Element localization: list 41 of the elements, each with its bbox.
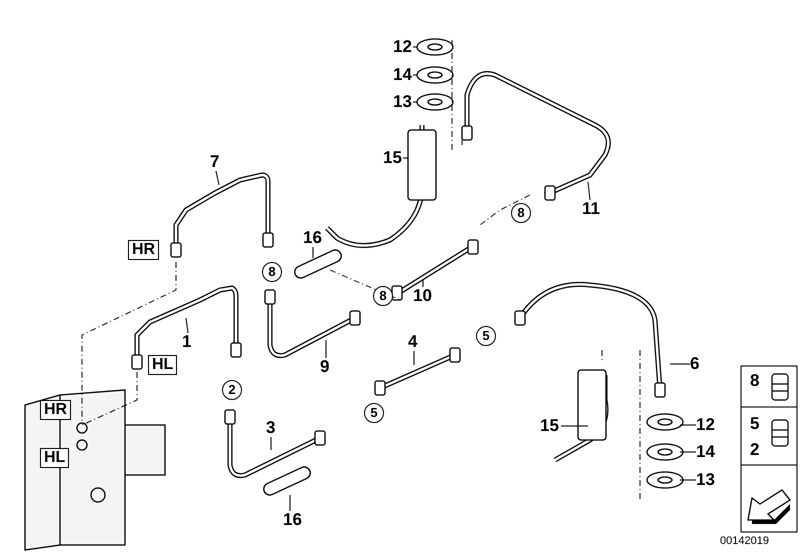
leader-line [680, 424, 696, 426]
callout-number: 13 [393, 93, 412, 111]
leader-line [412, 46, 418, 48]
callout-number: 10 [413, 287, 432, 305]
leader-line [412, 74, 418, 76]
callout-number: 15 [540, 417, 559, 435]
callout-number: 5 [364, 403, 384, 423]
position-tag: HL [40, 448, 70, 468]
callout-number: 8 [373, 286, 393, 306]
leader-line [422, 278, 424, 288]
callout-number: 14 [393, 66, 412, 84]
callout-number: 2 [222, 380, 242, 400]
leader-line [270, 436, 272, 450]
callout-number: 5 [476, 326, 496, 346]
callout-number: 15 [383, 149, 402, 167]
callout-number: 7 [210, 153, 220, 171]
callout-number: 16 [283, 511, 302, 529]
callout-number: 2 [750, 441, 760, 459]
leader-line [588, 182, 590, 200]
callout-number: 1 [182, 333, 192, 351]
callout-number: 16 [303, 229, 322, 247]
callout-number: 3 [266, 419, 276, 437]
callout-number: 9 [320, 358, 330, 376]
diagram-number: 00142019 [720, 535, 769, 547]
callout-number: 8 [750, 372, 760, 390]
position-tag: HL [148, 355, 178, 375]
callout-number: 11 [582, 200, 600, 218]
position-tag: HR [128, 240, 160, 260]
callout-number: 14 [696, 443, 715, 461]
callout-number: 6 [690, 355, 700, 373]
leader-line [312, 246, 314, 258]
leader-line [216, 170, 220, 186]
callout-number: 8 [511, 203, 531, 223]
callout-number: 5 [750, 415, 760, 433]
callout-number: 4 [408, 333, 418, 351]
callout-number: 12 [393, 38, 412, 56]
leader-line [186, 318, 188, 334]
position-tag: HR [40, 400, 72, 420]
callout-number: 13 [696, 471, 715, 489]
callout-number: 12 [696, 416, 715, 434]
callout-number: 8 [262, 262, 282, 282]
